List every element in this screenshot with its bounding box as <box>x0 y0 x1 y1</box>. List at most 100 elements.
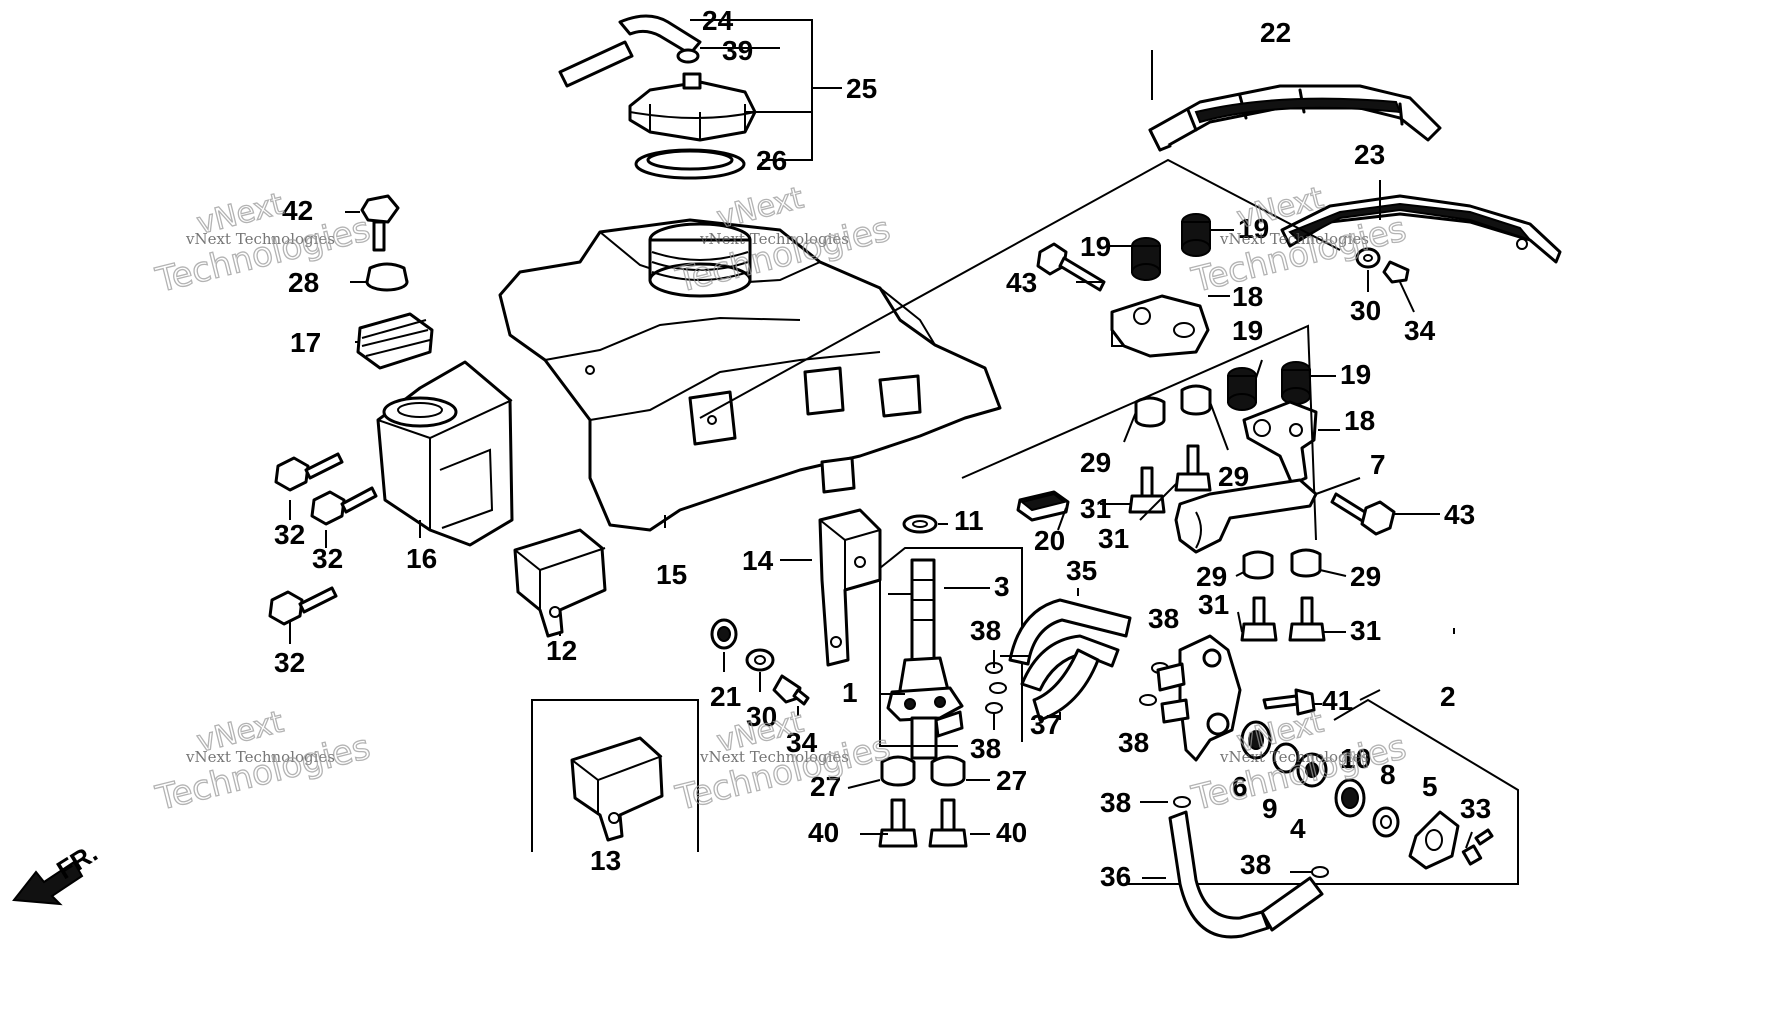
callout-7: 7 <box>1370 449 1386 480</box>
seal-21 <box>710 618 738 650</box>
callout-3: 3 <box>994 571 1010 602</box>
callout-31-b: 31 <box>1098 523 1129 554</box>
bracket-leader-box <box>961 324 1317 541</box>
callout-4: 4 <box>1290 813 1306 844</box>
callout-40-b: 40 <box>996 817 1027 848</box>
trim-strip-23 <box>1280 194 1562 264</box>
bolt-32-upper <box>274 452 344 492</box>
callout-38-f: 38 <box>1240 849 1271 880</box>
callout-36: 36 <box>1100 861 1131 892</box>
callout-25: 25 <box>846 73 877 104</box>
callout-34: 34 <box>786 727 818 758</box>
watermark-line: vNext Technologies <box>185 748 335 766</box>
callout-32-c: 32 <box>274 647 305 678</box>
callout-38-d: 38 <box>1118 727 1149 758</box>
cap-nut-27-right <box>930 755 966 787</box>
strip-leader-box <box>699 158 1341 419</box>
callout-26: 26 <box>756 145 787 176</box>
callout-38-e: 38 <box>1100 787 1131 818</box>
bolt-41 <box>1262 688 1316 716</box>
callout-5: 5 <box>1422 771 1438 802</box>
fuel-tube-35 <box>1008 598 1132 692</box>
callout-24: 24 <box>702 5 734 36</box>
watermark-bottom-center: vNext vNext Technologies Technologies <box>671 704 895 820</box>
watermark-bottom-left: vNext vNext Technologies Technologies <box>151 704 375 820</box>
callout-19-a: 19 <box>1080 231 1111 262</box>
callout-31-a: 31 <box>1080 493 1111 524</box>
fuel-strainer-body <box>1156 634 1242 762</box>
callout-42: 42 <box>282 195 313 226</box>
callout-8: 8 <box>1380 759 1396 790</box>
bolt-42 <box>360 194 400 252</box>
inset-box-2 <box>1128 689 1519 885</box>
cap-nut-27-left <box>880 755 916 787</box>
callout-2: 2 <box>1440 681 1456 712</box>
screw-34-lower <box>772 674 810 706</box>
fuel-filler-cap <box>628 72 757 180</box>
cap-29-c <box>1242 550 1274 580</box>
fuel-valve-1 <box>886 558 964 760</box>
callout-12: 12 <box>546 635 577 666</box>
cap-29-a <box>1134 396 1166 428</box>
watermark-line: vNext Technologies <box>1219 230 1369 248</box>
front-direction-arrow: FR. <box>12 837 103 906</box>
screw-33 <box>1461 828 1494 866</box>
bolt-31-a <box>1128 466 1166 514</box>
callout-29-b: 29 <box>1218 461 1249 492</box>
bolt-31-c <box>1240 596 1278 642</box>
watermark-top-left: vNext vNext Technologies Technologies <box>151 186 375 302</box>
callout-16: 16 <box>406 543 437 574</box>
callout-27-b: 27 <box>996 765 1027 796</box>
callout-34-b: 34 <box>1404 315 1436 346</box>
callout-15: 15 <box>656 559 687 590</box>
callout-23: 23 <box>1354 139 1385 170</box>
callout-30: 30 <box>746 701 777 732</box>
watermark-line: vNext Technologies <box>1219 748 1369 766</box>
callout-29-d: 29 <box>1350 561 1381 592</box>
bolt-31-b <box>1174 444 1212 492</box>
callout-43-a: 43 <box>1006 267 1037 298</box>
bolt-40-right <box>928 798 968 848</box>
callout-21: 21 <box>710 681 741 712</box>
bolt-43-lower <box>1330 492 1396 536</box>
inset-box-13 <box>531 699 699 852</box>
callout-1: 1 <box>842 677 858 708</box>
cap-nut-28 <box>365 262 409 292</box>
callout-40-a: 40 <box>808 817 839 848</box>
strainer-parts-6-9-4-10-8-5 <box>1240 720 1460 870</box>
fuel-tank <box>498 218 1002 532</box>
bracket-18-upper <box>1110 294 1210 358</box>
callout-29-c: 29 <box>1196 561 1227 592</box>
callout-18-a: 18 <box>1232 281 1263 312</box>
callout-6: 6 <box>1232 771 1248 802</box>
cushion-19-c <box>1227 367 1257 411</box>
cushion-19-d <box>1281 361 1311 405</box>
grommet-17 <box>356 312 434 370</box>
callout-13: 13 <box>590 845 621 876</box>
bolt-40-left <box>878 798 918 848</box>
bracket-7 <box>1174 478 1318 554</box>
callout-18-b: 18 <box>1344 405 1375 436</box>
trim-strip-22 <box>1148 84 1442 152</box>
callout-41: 41 <box>1322 685 1353 716</box>
fuel-tube-36 <box>1168 810 1324 939</box>
callout-38-b: 38 <box>970 733 1001 764</box>
callout-20: 20 <box>1034 525 1065 556</box>
callout-29-a: 29 <box>1080 447 1111 478</box>
callout-38-c: 38 <box>1148 603 1179 634</box>
callout-22: 22 <box>1260 17 1291 48</box>
pad-20 <box>1016 490 1070 522</box>
cushion-19-b <box>1181 213 1211 257</box>
watermark-line: vNext Technologies <box>185 230 335 248</box>
breather-tube <box>558 14 702 88</box>
callout-43-b: 43 <box>1444 499 1475 530</box>
callout-17: 17 <box>290 327 321 358</box>
callout-27-a: 27 <box>810 771 841 802</box>
cushion-19-a <box>1131 237 1161 281</box>
callout-14: 14 <box>742 545 774 576</box>
callout-9: 9 <box>1262 793 1278 824</box>
cap-29-b <box>1180 384 1212 416</box>
callout-10: 10 <box>1340 743 1371 774</box>
washer-30-right <box>1355 247 1381 269</box>
